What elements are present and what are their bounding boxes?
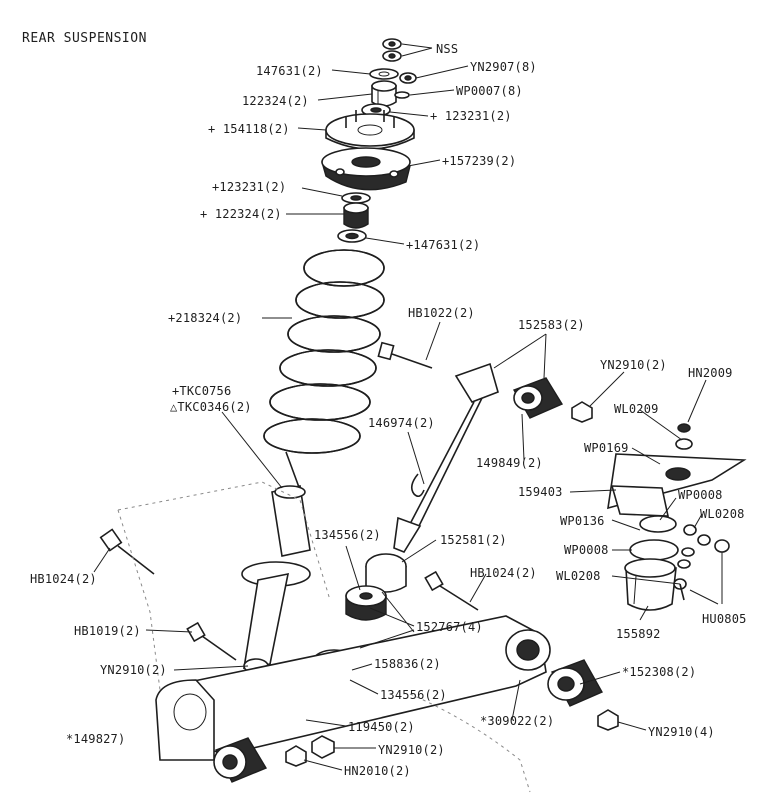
bush-122324-mid [343,202,369,229]
label-154118: + 154118(2) [208,122,290,136]
label-123231-top: + 123231(2) [430,109,512,123]
label-157239: +157239(2) [442,154,517,168]
washer-wp0007 [394,91,410,99]
label-hb1024-left: HB1024(2) [30,572,97,586]
label-hn2010: HN2010(2) [344,764,411,778]
bush-122324-top [371,80,397,107]
bolt-hb1024-mid [424,570,479,611]
label-123231-mid: +123231(2) [212,180,287,194]
label-122324-mid: + 122324(2) [200,207,282,221]
bolt-hb1024-left [99,528,155,575]
nut-yn2910-bottom [311,735,335,759]
bracket-159403 [607,423,747,517]
diagram-title: REAR SUSPENSION [22,31,147,46]
label-wp0008-b: WP0008 [564,543,609,557]
body-outline-faint [117,481,531,793]
trailing-arm-309022 [155,615,551,761]
label-152308: *152308(2) [622,665,697,679]
washer-147631-top [369,68,399,80]
label-yn2910-bottom: YN2910(2) [378,743,445,757]
label-wp0136: WP0136 [560,514,605,528]
label-yn2910-left: YN2910(2) [100,663,167,677]
label-wl0209: WL0209 [614,402,659,416]
label-159403: 159403 [518,485,563,499]
buffer-155892 [624,515,679,611]
label-hb1024-mid: HB1024(2) [470,566,537,580]
nut-hn2010 [285,745,307,767]
bush-149849 [512,377,564,419]
label-147631-mid: +147631(2) [406,238,481,252]
label-yn2907: YN2907(8) [470,60,537,74]
label-tkc0756: +TKC0756 [172,384,232,398]
label-yn2910-top: YN2910(2) [600,358,667,372]
label-149849: 149849(2) [476,456,543,470]
label-152767: 152767(4) [416,620,483,634]
label-147631-top: 147631(2) [256,64,323,78]
label-158836: 158836(2) [374,657,441,671]
plate-154118 [325,110,415,150]
small-hardware-right [673,524,730,601]
washer-123231-mid [341,192,371,204]
bush-134556-a [345,585,387,621]
bolt-hb1022 [377,341,433,369]
leader-lines [93,43,723,771]
label-155892: 155892 [616,627,661,641]
label-122324-top: 122324(2) [242,94,309,108]
nut-yn2907 [399,72,417,84]
label-149827: *149827) [66,732,126,746]
label-wp0008-a: WP0008 [678,488,723,502]
label-218324: +218324(2) [168,311,243,325]
label-134556-a: 134556(2) [314,528,381,542]
label-152581: 152581(2) [440,533,507,547]
label-tkc0346: △TKC0346(2) [170,400,252,414]
bush-152581 [365,553,407,593]
label-hb1022: HB1022(2) [408,306,475,320]
label-nss: NSS [436,42,459,56]
coil-spring-218324 [263,249,385,454]
nut-yn2910-right [597,709,619,731]
label-152583: 152583(2) [518,318,585,332]
label-wp0169: WP0169 [584,441,629,455]
label-119450: 119450(2) [348,720,415,734]
label-146974: 146974(2) [368,416,435,430]
radius-rod-146974 [393,362,499,553]
washer-147631-mid [337,229,367,243]
nut-yn2910-top [571,401,593,423]
nss-nuts [382,38,402,62]
label-wp0007: WP0007(8) [456,84,523,98]
label-hu0805: HU0805 [702,612,747,626]
label-hb1019: HB1019(2) [74,624,141,638]
bush-149827 [213,737,268,783]
label-wl0208-a: WL0208 [700,507,745,521]
shock-absorber [237,451,311,701]
mount-157239 [321,147,411,191]
label-yn2910-right: YN2910(4) [648,725,715,739]
bolt-hb1019 [186,621,237,661]
label-hn2009: HN2009 [688,366,733,380]
label-134556-b: 134556(2) [380,688,447,702]
label-wl0208-b: WL0208 [556,569,601,583]
bush-152308 [547,659,603,707]
label-309022: *309022(2) [480,714,555,728]
